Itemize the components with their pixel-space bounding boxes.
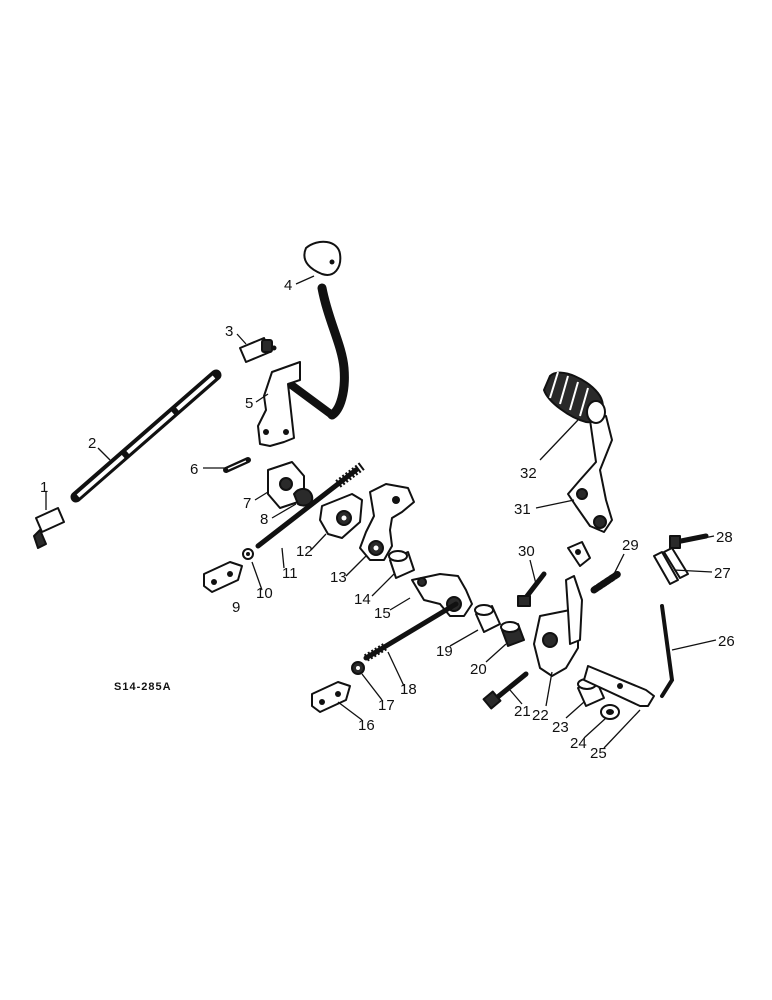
callout-numbers: 1 2 3 4 5 6 7 8 9 10 11 12 13 14 15 16 1… xyxy=(40,277,735,762)
callout-29: 29 xyxy=(622,537,639,554)
part-18-rod xyxy=(363,601,459,662)
callout-31: 31 xyxy=(514,501,531,518)
part-8-spring xyxy=(293,488,314,507)
callout-9: 9 xyxy=(232,599,240,616)
callout-6: 6 xyxy=(190,461,198,478)
reference-code: S14-285A xyxy=(114,681,172,693)
part-27-clip xyxy=(653,547,689,585)
callout-4: 4 xyxy=(284,277,292,294)
callout-16: 16 xyxy=(358,717,375,734)
part-30-bolt xyxy=(517,571,547,607)
part-29-stud xyxy=(590,570,622,594)
callout-5: 5 xyxy=(245,395,253,412)
callout-3: 3 xyxy=(225,323,233,340)
part-11-rod xyxy=(255,462,365,549)
part-3-pin xyxy=(239,337,277,363)
part-16-clevis xyxy=(311,681,351,713)
part-19-bushing xyxy=(474,604,501,633)
callout-23: 23 xyxy=(552,719,569,736)
part-28-bolt xyxy=(669,533,709,549)
callout-19: 19 xyxy=(436,643,453,660)
part-2-shift-rod xyxy=(70,369,222,503)
part-9-clevis xyxy=(203,561,243,593)
callout-27: 27 xyxy=(714,565,731,582)
callout-2: 2 xyxy=(88,435,96,452)
callout-21: 21 xyxy=(514,703,531,720)
part-20-bushing xyxy=(500,621,525,647)
callout-11: 11 xyxy=(282,565,298,582)
callout-32: 32 xyxy=(520,465,537,482)
callout-30: 30 xyxy=(518,543,535,560)
part-10-washer xyxy=(242,548,254,560)
callout-1: 1 xyxy=(40,479,48,496)
leader-lines xyxy=(45,275,717,749)
part-21-bolt xyxy=(482,671,529,710)
callout-10: 10 xyxy=(256,585,273,602)
part-22-lever-assembly xyxy=(533,541,591,677)
callout-7: 7 xyxy=(243,495,251,512)
part-12-plate xyxy=(319,493,363,539)
callout-17: 17 xyxy=(378,697,395,714)
part-5-gear-lever xyxy=(257,283,349,447)
callout-22: 22 xyxy=(532,707,549,724)
callout-25: 25 xyxy=(590,745,607,762)
part-24-washer xyxy=(600,704,620,720)
callout-8: 8 xyxy=(260,511,268,528)
part-6-roll-pin xyxy=(223,457,251,473)
callout-20: 20 xyxy=(470,661,487,678)
part-31-pedal-arm xyxy=(567,415,613,533)
part-4-knob xyxy=(303,240,342,276)
callout-15: 15 xyxy=(374,605,391,622)
part-13-bell-crank xyxy=(359,483,415,561)
callout-18: 18 xyxy=(400,681,417,698)
part-32-pedal-pad xyxy=(543,371,606,424)
callout-26: 26 xyxy=(718,633,735,650)
callout-28: 28 xyxy=(716,529,733,546)
part-25-link-bar xyxy=(583,665,655,707)
callout-14: 14 xyxy=(354,591,371,608)
callout-13: 13 xyxy=(330,569,347,586)
callout-24: 24 xyxy=(570,735,587,752)
part-14-bushing xyxy=(388,550,415,579)
part-17-washer xyxy=(351,661,365,675)
part-1-end-fitting xyxy=(33,507,65,549)
part-26-rod xyxy=(660,604,675,698)
callout-12: 12 xyxy=(296,543,313,560)
